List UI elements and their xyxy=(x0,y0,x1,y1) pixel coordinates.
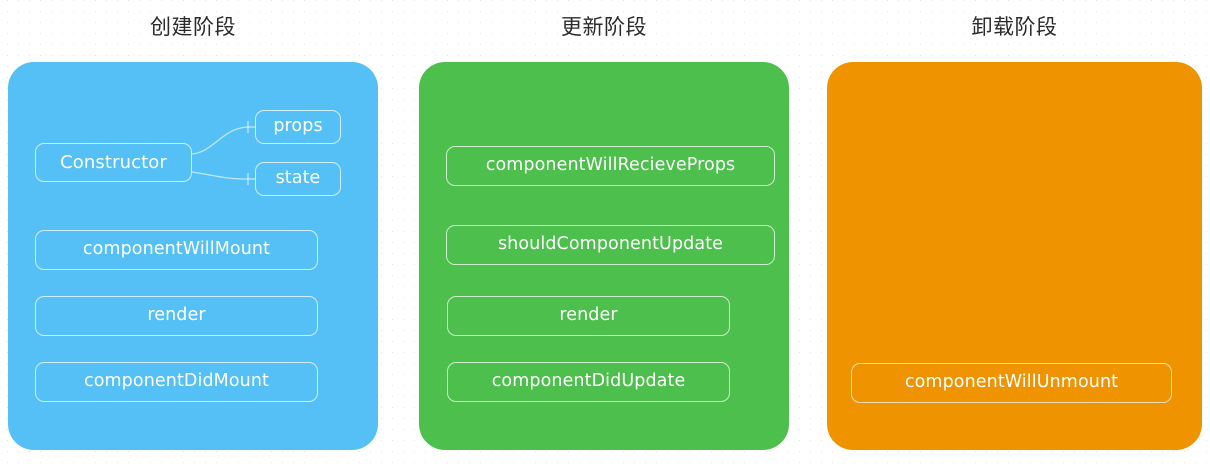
chip-should-component-update[interactable]: shouldComponentUpdate xyxy=(446,225,775,265)
chip-component-will-mount[interactable]: componentWillMount xyxy=(35,230,318,270)
chip-component-will-unmount[interactable]: componentWillUnmount xyxy=(851,363,1172,403)
chip-constructor[interactable]: Constructor xyxy=(35,143,192,182)
phase-title-unmounting: 卸载阶段 xyxy=(971,15,1058,39)
chip-component-will-receive-props[interactable]: componentWillRecieveProps xyxy=(446,146,775,186)
chip-props[interactable]: props xyxy=(255,110,341,144)
chip-component-did-mount[interactable]: componentDidMount xyxy=(35,362,318,402)
phase-title-mounting: 创建阶段 xyxy=(150,15,236,39)
chip-component-did-update[interactable]: componentDidUpdate xyxy=(447,362,730,402)
chip-render-updating[interactable]: render xyxy=(447,296,730,336)
phase-panel-updating xyxy=(419,62,789,450)
phase-title-updating: 更新阶段 xyxy=(561,15,647,39)
chip-state[interactable]: state xyxy=(255,162,341,196)
phase-panel-unmounting xyxy=(827,62,1202,450)
chip-render-mounting[interactable]: render xyxy=(35,296,318,336)
